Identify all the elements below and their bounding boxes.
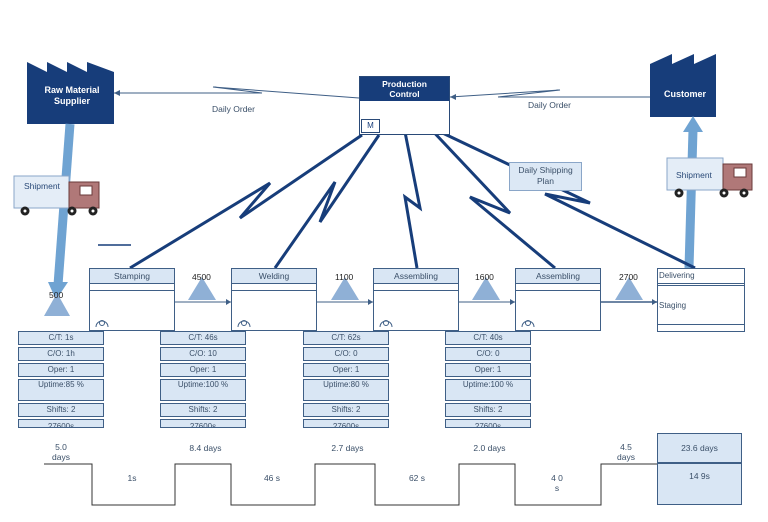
process-box-assembling-2: Assembling — [515, 268, 601, 331]
available-time: 27600s — [160, 419, 246, 428]
timeline-days: 8.4 days — [189, 443, 222, 453]
inventory-count: 2700 — [619, 272, 638, 282]
info-line-assembling2 — [425, 123, 556, 270]
available-time: 27600s — [445, 419, 531, 428]
inventory-triangle — [188, 277, 216, 300]
shifts: Shifts: 2 — [18, 403, 104, 417]
process-title: Assembling — [374, 269, 458, 284]
shifts: Shifts: 2 — [160, 403, 246, 417]
available-time: 27600s — [18, 419, 104, 428]
timeline-days: 4.5 days — [617, 442, 635, 462]
truck-right-icon — [666, 157, 753, 198]
changeover: C/O: 10 — [160, 347, 246, 361]
process-title: Stamping — [90, 269, 174, 284]
daily-order-right-label: Daily Order — [528, 100, 571, 110]
operator-icon — [237, 320, 251, 328]
total-lead-time: 23.6 days — [657, 433, 742, 463]
shipment-right-label: Shipment — [676, 170, 712, 180]
inventory-triangle — [44, 293, 70, 316]
operators: Oper: 1 — [303, 363, 389, 377]
timeline-line — [44, 463, 657, 506]
uptime: Uptime:80 % — [303, 379, 389, 401]
daily-order-right-line — [449, 89, 650, 98]
customer-label: Customer — [663, 89, 706, 99]
inventory-triangle — [615, 277, 643, 300]
inventory-triangle — [472, 277, 500, 300]
shipment-left-arrowhead — [48, 282, 68, 300]
inventory-triangle — [331, 277, 359, 300]
timeline-seconds: 46 s — [263, 473, 281, 483]
process-box-stamping: Stamping — [89, 268, 175, 331]
changeover: C/O: 1h — [18, 347, 104, 361]
info-line-assembling1 — [402, 126, 423, 269]
process-box-welding: Welding — [231, 268, 317, 331]
operator-icon — [521, 320, 535, 328]
truck-left-icon — [13, 175, 100, 216]
production-control-header: Production Control — [360, 77, 449, 101]
customer-factory-icon — [650, 54, 716, 117]
daily-shipping-plan-line2: Plan — [536, 176, 554, 186]
data-box-stamping: C/T: 1s C/O: 1h Oper: 1 Uptime:85 % Shif… — [18, 331, 104, 430]
staging-label: Staging — [659, 301, 687, 310]
cycle-time: C/T: 1s — [18, 331, 104, 345]
timeline-days: 5.0 days — [52, 442, 70, 462]
supplier-label-line2: Supplier — [53, 96, 90, 106]
timeline-days: 2.7 days — [331, 443, 364, 453]
process-box-assembling-1: Assembling — [373, 268, 459, 331]
daily-order-left-line — [114, 86, 360, 99]
operator-icon — [379, 320, 393, 328]
production-control-line2: Control — [389, 89, 420, 99]
timeline-seconds: 4 0 s — [551, 473, 563, 493]
total-processing-time: 14 9s — [657, 463, 742, 505]
info-line-welding — [273, 134, 381, 269]
supplier-label: Raw Material Supplier — [30, 85, 114, 107]
cycle-time: C/T: 62s — [303, 331, 389, 345]
shifts: Shifts: 2 — [303, 403, 389, 417]
process-title: Assembling — [516, 269, 600, 284]
data-box-welding: C/T: 46s C/O: 10 Oper: 1 Uptime:100 % Sh… — [160, 331, 246, 430]
production-control-line1: Production — [382, 79, 427, 89]
shifts: Shifts: 2 — [445, 403, 531, 417]
timeline-seconds: 62 s — [408, 473, 426, 483]
operators: Oper: 1 — [18, 363, 104, 377]
production-control-box: Production Control M — [359, 76, 450, 135]
operator-icon — [95, 320, 109, 328]
timeline-seconds: 1s — [127, 473, 137, 483]
shipment-right-arrowhead — [683, 116, 703, 132]
data-box-assembling-2: C/T: 40s C/O: 0 Oper: 1 Uptime:100 % Shi… — [445, 331, 531, 430]
shipment-left-label: Shipment — [24, 181, 60, 191]
uptime: Uptime:100 % — [445, 379, 531, 401]
daily-shipping-plan-line1: Daily Shipping — [518, 165, 573, 175]
operators: Oper: 1 — [160, 363, 246, 377]
daily-shipping-plan-box: Daily Shipping Plan — [509, 162, 582, 191]
inventory-count: 1600 — [475, 272, 494, 282]
info-line-stamping — [129, 133, 363, 270]
process-title: Welding — [232, 269, 316, 284]
data-box-assembling-1: C/T: 62s C/O: 0 Oper: 1 Uptime:80 % Shif… — [303, 331, 389, 430]
mrp-label: M — [361, 119, 380, 133]
uptime: Uptime:85 % — [18, 379, 104, 401]
daily-order-left-label: Daily Order — [212, 104, 255, 114]
timeline-days: 2.0 days — [473, 443, 506, 453]
supplier-label-line1: Raw Material — [44, 85, 100, 95]
changeover: C/O: 0 — [445, 347, 531, 361]
delivering-title: Delivering — [658, 269, 745, 284]
supplier-factory-icon — [27, 62, 114, 124]
inventory-count: 1100 — [335, 272, 354, 282]
changeover: C/O: 0 — [303, 347, 389, 361]
cycle-time: C/T: 40s — [445, 331, 531, 345]
available-time: 27600s — [303, 419, 389, 428]
cycle-time: C/T: 46s — [160, 331, 246, 345]
uptime: Uptime:100 % — [160, 379, 246, 401]
operators: Oper: 1 — [445, 363, 531, 377]
delivering-box: Delivering Staging — [657, 268, 745, 332]
inventory-count: 500 — [49, 290, 64, 300]
inventory-count: 4500 — [192, 272, 211, 282]
